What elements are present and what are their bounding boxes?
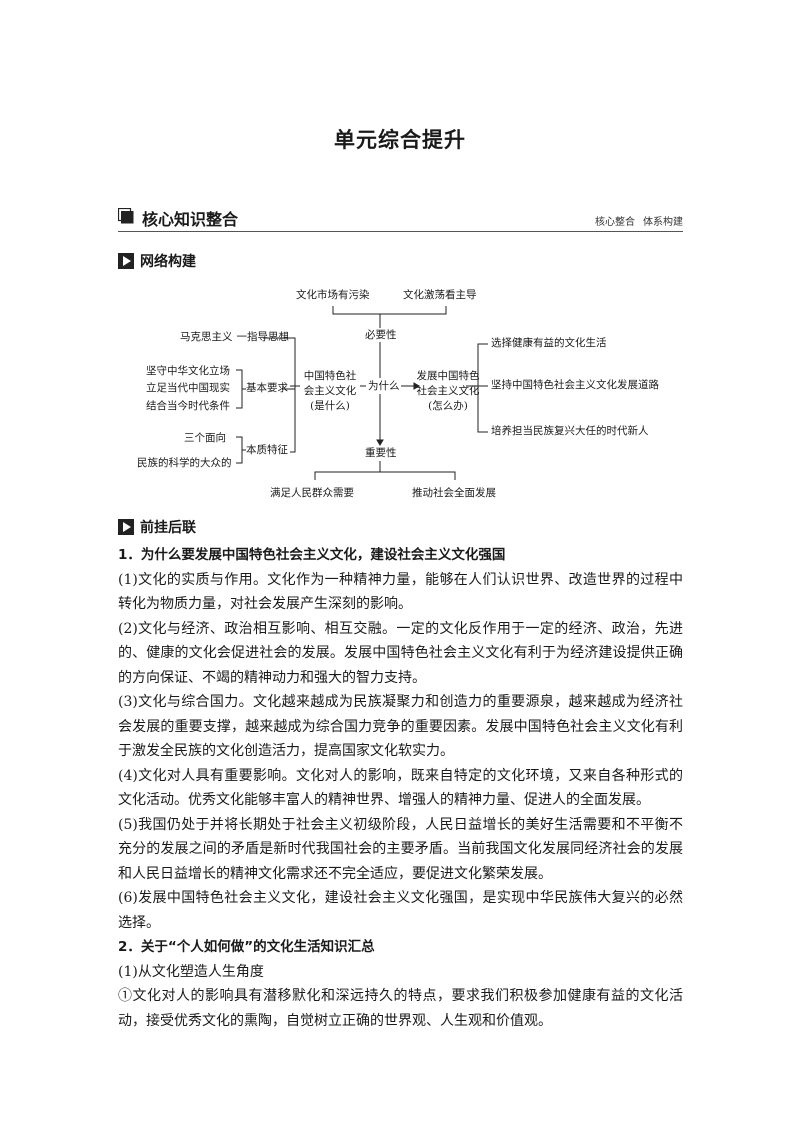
paragraph: (4)文化对人具有重要影响。文化对人的影响，既来自特定的文化环境，又来自各种形式… <box>118 767 683 809</box>
section-header: 核心知识整合 核心整合体系构建 <box>118 205 683 232</box>
subheading-links-label: 前挂后联 <box>140 520 196 536</box>
node-requirement-3: 结合当今时代条件 <box>146 400 230 412</box>
node-market-pollution: 文化市场有污染 <box>296 289 370 301</box>
body-text: 1．为什么要发展中国特色社会主义文化，建设社会主义文化强国 (1)文化的实质与作… <box>118 543 683 1033</box>
paragraph: (2)文化与经济、政治相互影响、相互交融。一定的文化反作用于一定的经济、政治，先… <box>118 620 683 686</box>
section-tags: 核心整合体系构建 <box>595 213 683 228</box>
paragraph: (5)我国仍处于并将长期处于社会主义初级阶段，人民日益增长的美好生活需要和不平衡… <box>118 816 683 882</box>
node-marxism: 马克思主义一指导思想 <box>180 331 289 343</box>
node-right-1: 选择健康有益的文化生活 <box>491 337 607 349</box>
subheading-network-label: 网络构建 <box>140 254 196 270</box>
subheading-links: 前挂后联 <box>118 517 196 537</box>
question-1-title: 1．为什么要发展中国特色社会主义文化，建设社会主义文化强国 <box>118 547 506 563</box>
node-requirement-2: 立足当代中国现实 <box>146 382 230 394</box>
node-develop: 发展中国特色 社会主义文化 (怎么办) <box>416 370 480 412</box>
concept-map-lines <box>236 306 488 480</box>
node-requirement-1: 坚守中华文化立场 <box>146 365 230 377</box>
node-necessity: 必要性 <box>365 329 397 341</box>
play-triangle-icon <box>118 253 134 269</box>
node-nsp: 民族的科学的大众的 <box>137 457 232 469</box>
paragraph: (1)从文化塑造人生角度 <box>118 963 264 980</box>
subheading-network: 网络构建 <box>118 251 196 271</box>
question-2-title: 2．关于“个人如何做”的文化生活知识汇总 <box>118 939 375 955</box>
node-culture-agitation: 文化激荡看主导 <box>403 289 477 301</box>
section-tag: 核心整合 <box>595 217 635 228</box>
node-three-orientations: 三个面向 <box>184 432 226 444</box>
concept-map: 文化市场有污染 文化激荡看主导 必要性 马克思主义一指导思想 坚守中华文化立场 … <box>0 280 800 510</box>
play-triangle-icon <box>118 519 134 535</box>
paragraph: (1)文化的实质与作用。文化作为一种精神力量，能够在人们认识世界、改造世界的过程… <box>118 571 683 613</box>
paragraph: ①文化对人的影响具有潜移默化和深远持久的特点，要求我们积极参加健康有益的文化活动… <box>118 988 683 1029</box>
page-title: 单元综合提升 <box>334 128 466 152</box>
node-importance: 重要性 <box>365 447 397 459</box>
node-center: 中国特色社 会主义文化 (是什么) <box>303 370 357 412</box>
section-title: 核心知识整合 <box>142 210 239 229</box>
paragraph: (6)发展中国特色社会主义文化，建设社会主义文化强国，是实现中华民族伟大复兴的必… <box>118 890 683 931</box>
node-essence: 本质特征 <box>246 444 288 456</box>
paragraph: (3)文化与综合国力。文化越来越成为民族凝聚力和创造力的重要源泉，越来越成为经济… <box>118 694 683 759</box>
node-right-2: 坚持中国特色社会主义文化发展道路 <box>491 379 659 391</box>
node-right-3: 培养担当民族复兴大任的时代新人 <box>491 425 649 437</box>
section-square-icon <box>118 208 134 224</box>
node-promote-society: 推动社会全面发展 <box>412 487 496 499</box>
node-meet-needs: 满足人民群众需要 <box>270 487 354 499</box>
section-tag: 体系构建 <box>643 217 683 228</box>
node-basic-requirement: 基本要求 <box>246 382 288 394</box>
node-why: 为什么 <box>368 380 400 392</box>
